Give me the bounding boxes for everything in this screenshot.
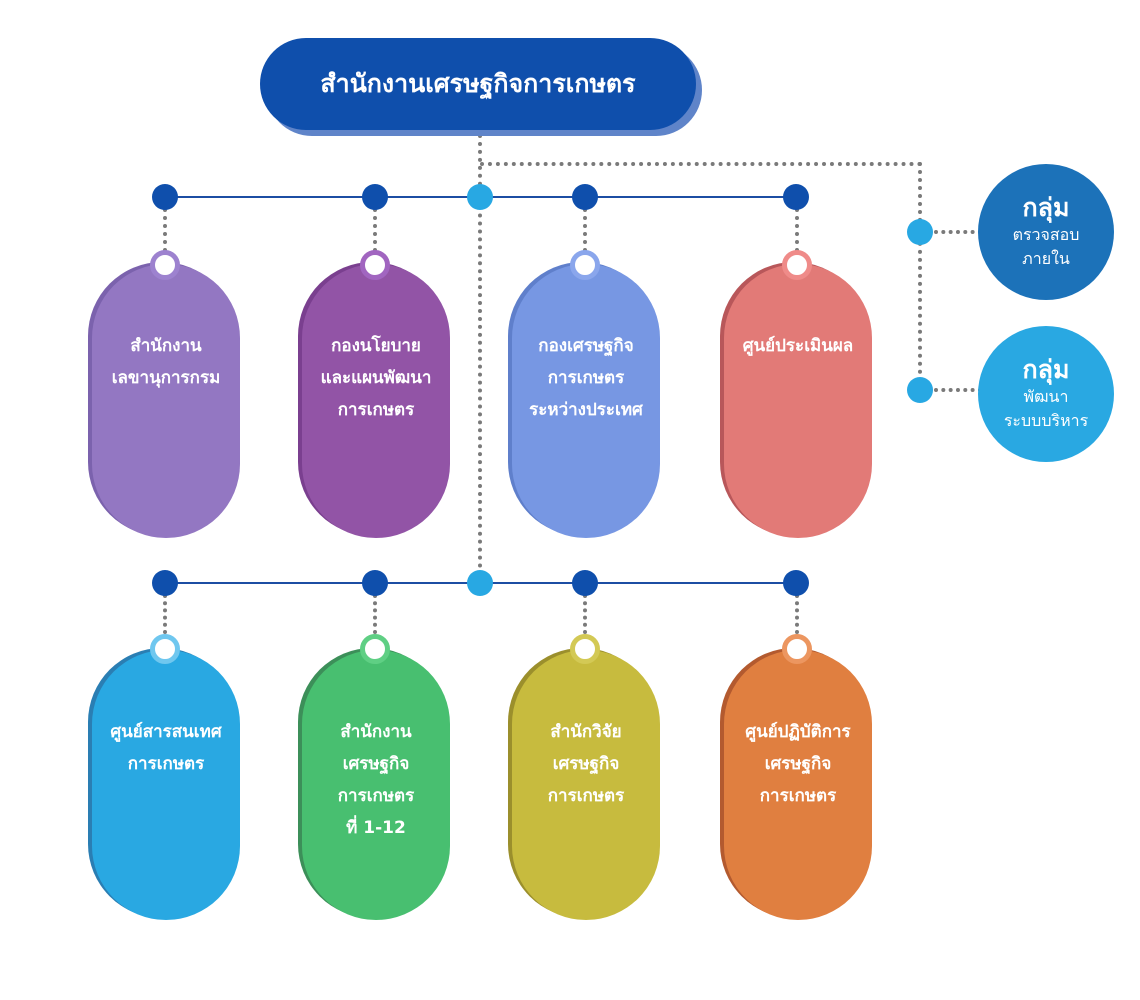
drop-connector	[373, 594, 377, 634]
unit-card-information: ศูนย์สารสนเทศ การเกษตร	[92, 650, 240, 920]
card-ring	[360, 250, 390, 280]
card-label-line: เศรษฐกิจ	[552, 754, 620, 774]
junction-dot	[783, 184, 809, 210]
junction-dot	[572, 570, 598, 596]
unit-card-international: กองเศรษฐกิจ การเกษตร ระหว่างประเทศ	[512, 264, 660, 538]
junction-dot	[152, 184, 178, 210]
card-label-line: และแผนพัฒนา	[320, 368, 432, 388]
junction-dot	[783, 570, 809, 596]
group-label-line: ตรวจสอบ	[1012, 225, 1080, 244]
junction-dot	[362, 184, 388, 210]
drop-connector	[163, 594, 167, 634]
card-ring	[360, 634, 390, 664]
card-label-line: เศรษฐกิจ	[764, 754, 832, 774]
card-label-line: ศูนย์ประเมินผล	[742, 336, 854, 356]
side-vertical-connector	[918, 162, 922, 390]
unit-card-research: สำนักวิจัย เศรษฐกิจ การเกษตร	[512, 650, 660, 920]
page-title: สำนักงานเศรษฐกิจการเกษตร	[260, 38, 696, 130]
side-junction-dot	[907, 219, 933, 245]
drop-connector	[583, 208, 587, 252]
drop-connector	[795, 594, 799, 634]
group-admin-development: กลุ่ม พัฒนา ระบบบริหาร	[978, 326, 1114, 462]
card-ring	[150, 634, 180, 664]
group-heading: กลุ่ม	[1022, 193, 1070, 222]
unit-card-evaluation: ศูนย์ประเมินผล	[724, 264, 872, 538]
card-label-line: การเกษตร	[547, 368, 625, 388]
card-label-line: การเกษตร	[337, 400, 415, 420]
unit-card-operations: ศูนย์ปฏิบัติการ เศรษฐกิจ การเกษตร	[724, 650, 872, 920]
card-label-line: เลขานุการกรม	[111, 368, 221, 388]
card-label-line: สำนักวิจัย	[550, 722, 622, 742]
card-label-line: การเกษตร	[337, 786, 415, 806]
group-internal-audit: กลุ่ม ตรวจสอบ ภายใน	[978, 164, 1114, 300]
card-label-line: ศูนย์ปฏิบัติการ	[745, 722, 851, 742]
card-label-line: สำนักงาน	[130, 336, 202, 356]
card-label-line: การเกษตร	[127, 754, 205, 774]
group-label-line: พัฒนา	[1023, 387, 1069, 406]
card-ring	[782, 250, 812, 280]
side-junction-dot	[907, 377, 933, 403]
card-ring	[570, 250, 600, 280]
unit-card-regional-offices: สำนักงาน เศรษฐกิจ การเกษตร ที่ 1-12	[302, 650, 450, 920]
side-connector-2	[934, 388, 982, 392]
card-label-line: เศรษฐกิจ	[342, 754, 410, 774]
card-label-line: การเกษตร	[547, 786, 625, 806]
unit-card-secretary: สำนักงาน เลขานุการกรม	[92, 264, 240, 538]
card-label-line: ระหว่างประเทศ	[529, 400, 643, 420]
junction-dot	[152, 570, 178, 596]
card-ring	[570, 634, 600, 664]
card-ring	[150, 250, 180, 280]
card-label-line: การเกษตร	[759, 786, 837, 806]
side-branch-connector	[480, 162, 922, 166]
junction-dot	[362, 570, 388, 596]
card-label-line: ศูนย์สารสนเทศ	[110, 722, 222, 742]
title-trunk-connector	[478, 134, 482, 584]
card-label-line: สำนักงาน	[340, 722, 412, 742]
junction-dot-center	[467, 570, 493, 596]
drop-connector	[795, 208, 799, 252]
card-label-line: กองเศรษฐกิจ	[538, 336, 634, 356]
card-label-line: กองนโยบาย	[331, 336, 421, 356]
drop-connector	[163, 208, 167, 252]
card-label-line: ที่ 1-12	[346, 818, 406, 838]
unit-card-policy-planning: กองนโยบาย และแผนพัฒนา การเกษตร	[302, 264, 450, 538]
card-ring	[782, 634, 812, 664]
junction-dot	[572, 184, 598, 210]
group-heading: กลุ่ม	[1022, 355, 1070, 384]
group-label-line: ภายใน	[1022, 249, 1070, 268]
drop-connector	[583, 594, 587, 634]
side-connector-1	[934, 230, 982, 234]
junction-dot-center	[467, 184, 493, 210]
group-label-line: ระบบบริหาร	[1003, 411, 1089, 430]
drop-connector	[373, 208, 377, 252]
